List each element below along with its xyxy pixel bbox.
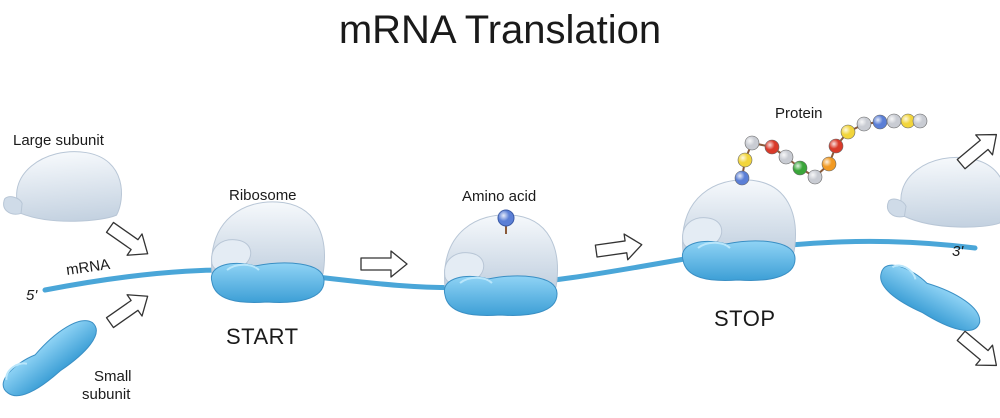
arrow-small-subunit-out xyxy=(952,325,1000,377)
protein-bead-highlight xyxy=(738,153,752,167)
small-subunit-released xyxy=(872,257,988,341)
arrow-small-subunit-in xyxy=(101,284,156,334)
arrow-large-subunit-in xyxy=(101,216,156,266)
protein-bead-highlight xyxy=(857,117,871,131)
large-subunit-released xyxy=(885,155,1000,231)
diagram-title: mRNA Translation xyxy=(338,8,662,52)
five-prime-label: 5' xyxy=(26,287,38,304)
three-prime-label: 3' xyxy=(952,243,964,260)
protein-bead-highlight xyxy=(765,140,779,154)
protein-bead-highlight xyxy=(887,114,901,128)
protein-chain xyxy=(734,113,928,186)
protein-bead-highlight xyxy=(841,125,855,139)
protein-bead-highlight xyxy=(901,114,915,128)
ribosome-start xyxy=(210,200,326,304)
start-label: START xyxy=(226,324,299,349)
stop-label: STOP xyxy=(714,306,776,331)
ribosome-elongation xyxy=(443,213,559,317)
protein-bead-highlight xyxy=(913,114,927,128)
amino-acid-label: Amino acid xyxy=(462,188,537,205)
ribosome-stop xyxy=(681,178,797,282)
ribosome-label: Ribosome xyxy=(229,187,297,204)
small-subunit-label-line2: subunit xyxy=(82,386,131,403)
protein-label: Protein xyxy=(775,105,823,122)
arrow-step-2 xyxy=(593,231,645,265)
protein-bead-highlight xyxy=(735,171,749,185)
large-subunit-label: Large subunit xyxy=(13,132,104,149)
small-subunit-label-line1: Small xyxy=(94,368,132,385)
protein-bead-highlight xyxy=(822,157,836,171)
protein-bead-highlight xyxy=(793,161,807,175)
protein-bead-highlight xyxy=(745,136,759,150)
amino-acid-bead xyxy=(497,209,515,234)
protein-bead-highlight xyxy=(779,150,793,164)
protein-bead-highlight xyxy=(829,139,843,153)
protein-bead-highlight xyxy=(873,115,887,129)
protein-bead-highlight xyxy=(808,170,822,184)
large-subunit-free xyxy=(0,147,125,229)
arrow-step-1 xyxy=(360,250,408,278)
